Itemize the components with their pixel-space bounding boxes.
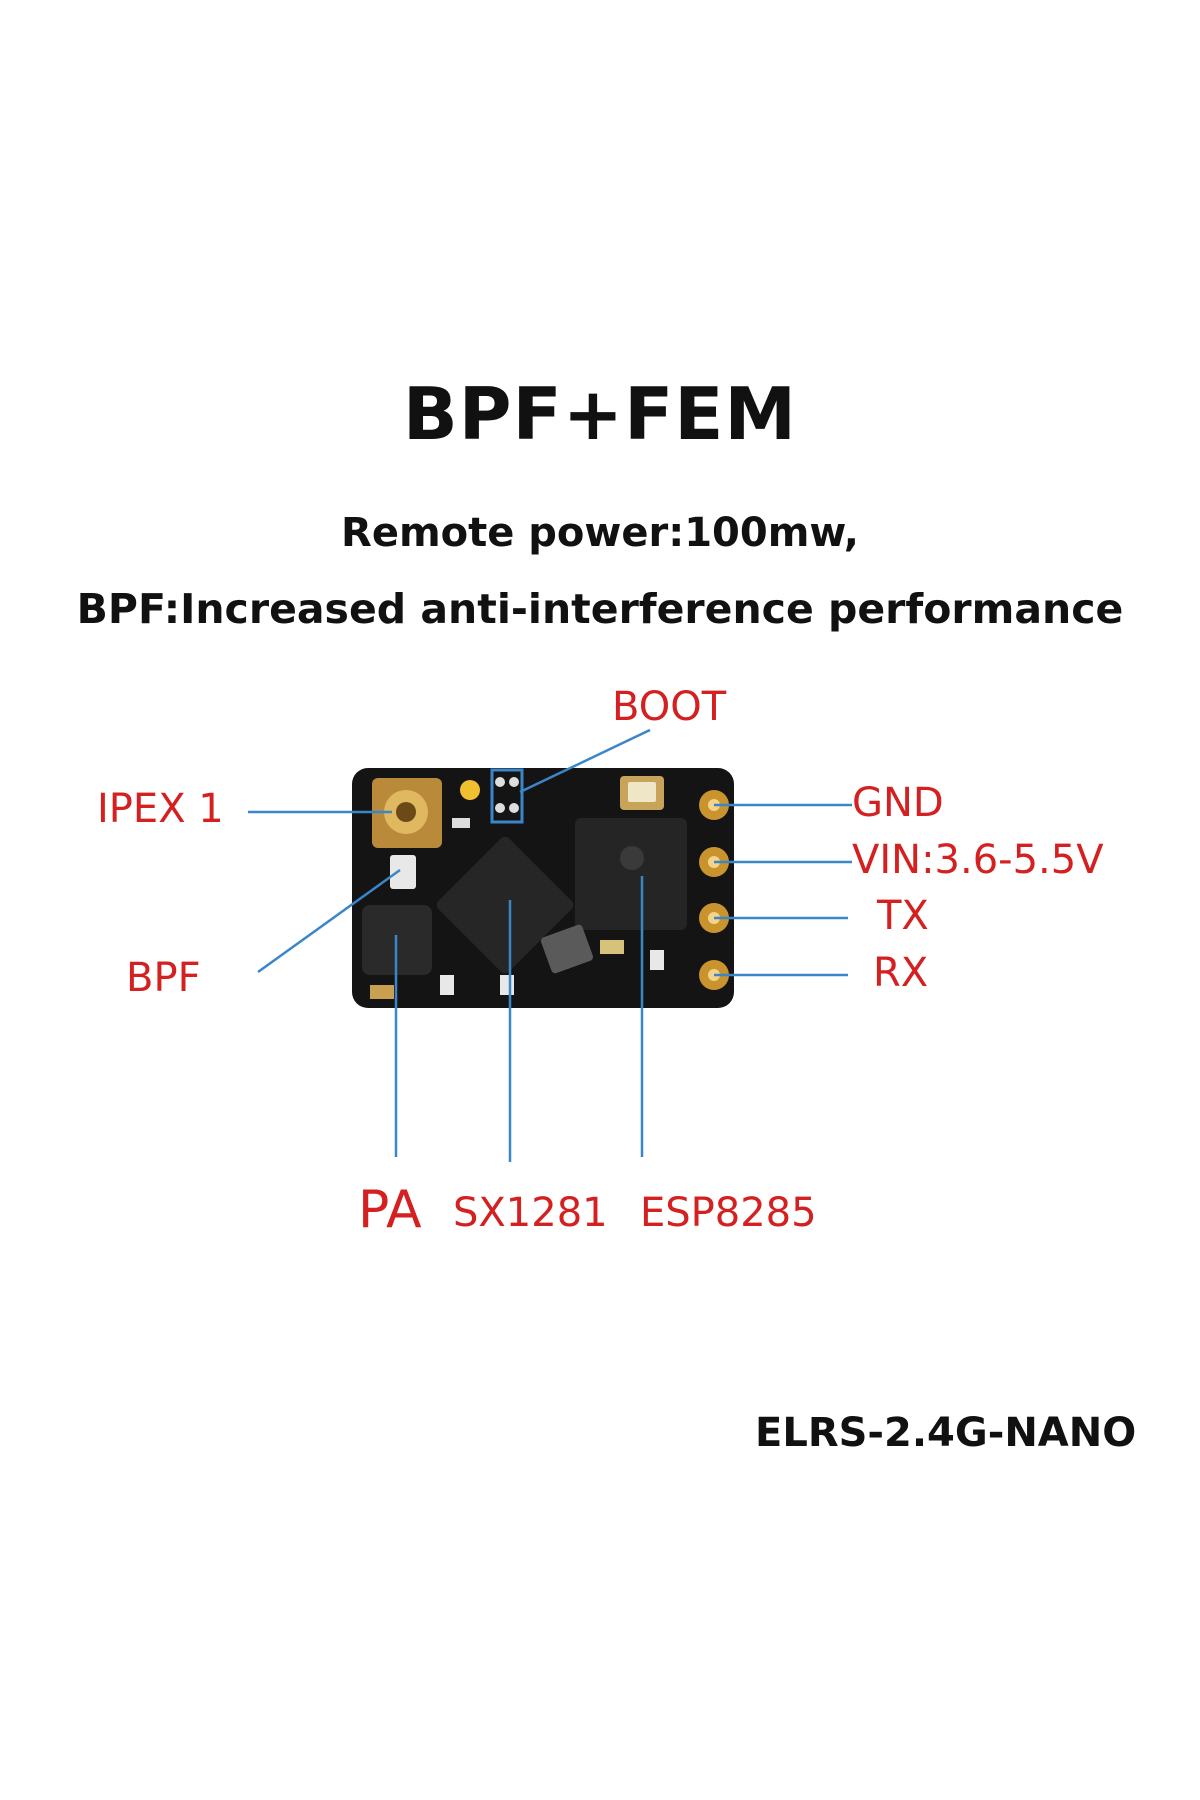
power-spec-line: Remote power:100mw, xyxy=(341,510,859,556)
ipex-label: IPEX 1 xyxy=(97,786,224,832)
boot-label: BOOT xyxy=(612,684,727,730)
esp8285-chip xyxy=(575,818,687,930)
tx-label: TX xyxy=(877,893,929,939)
inductor xyxy=(540,924,594,974)
esp8285-label: ESP8285 xyxy=(640,1190,817,1236)
bpf-leader xyxy=(257,868,401,974)
pcb-board xyxy=(352,768,734,1008)
vin-label: VIN:3.6-5.5V xyxy=(852,837,1104,883)
bpf-label: BPF xyxy=(126,955,201,1001)
pa-label: PA xyxy=(358,1180,422,1240)
bpf-component xyxy=(390,855,416,889)
boot-leader xyxy=(519,728,651,794)
page-title: BPF+FEM xyxy=(402,372,798,456)
rx-label: RX xyxy=(873,950,929,996)
sx1281-label: SX1281 xyxy=(453,1190,608,1236)
sx1281-chip xyxy=(436,836,574,974)
bpf-spec-line: BPF:Increased anti-interference performa… xyxy=(76,585,1124,633)
model-name: ELRS-2.4G-NANO xyxy=(755,1410,1137,1456)
gnd-label: GND xyxy=(852,780,944,826)
boot-pads xyxy=(490,768,524,824)
leader-lines xyxy=(248,728,852,1162)
